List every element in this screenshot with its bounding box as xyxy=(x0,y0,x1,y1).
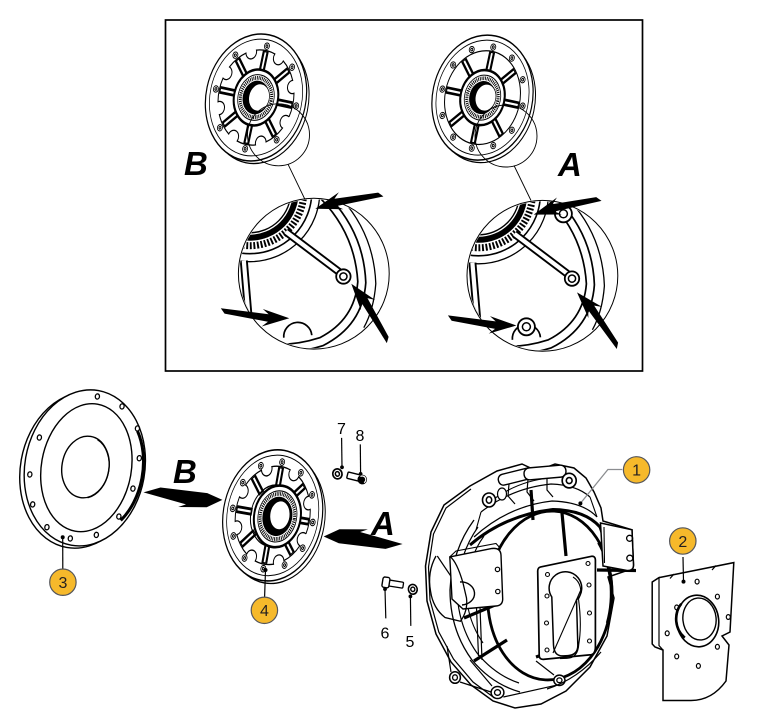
svg-text:8: 8 xyxy=(356,428,365,445)
svg-text:5: 5 xyxy=(406,634,415,651)
svg-text:4: 4 xyxy=(260,603,269,620)
svg-text:2: 2 xyxy=(678,534,687,551)
svg-text:B: B xyxy=(173,453,197,490)
svg-text:A: A xyxy=(557,146,582,183)
svg-text:1: 1 xyxy=(632,463,641,480)
svg-text:A: A xyxy=(370,505,395,542)
svg-text:6: 6 xyxy=(381,626,390,643)
svg-text:7: 7 xyxy=(337,421,346,438)
svg-text:3: 3 xyxy=(58,575,67,592)
svg-text:B: B xyxy=(184,145,208,182)
